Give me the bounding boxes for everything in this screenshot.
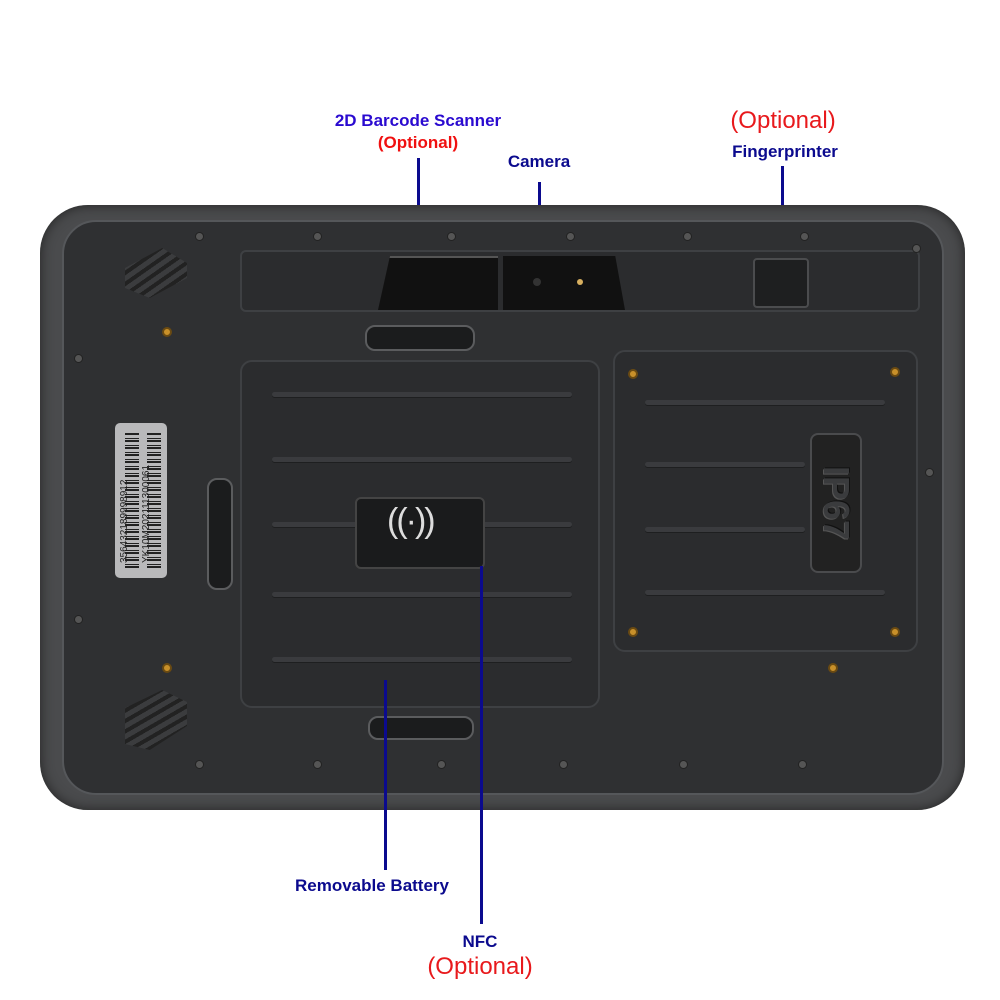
- barcode-scanner-window: [378, 256, 498, 310]
- nfc-optional: (Optional): [427, 953, 533, 980]
- nfc-label: NFC: [462, 932, 498, 951]
- screw: [313, 232, 322, 241]
- cover-rib: [272, 522, 372, 527]
- screw: [559, 760, 568, 769]
- nfc-icon: ((·)): [387, 502, 436, 540]
- fingerprinter-optional: (Optional): [730, 107, 836, 134]
- gold-screw: [162, 663, 172, 673]
- nfc-window: ((·)): [355, 497, 485, 569]
- screw: [683, 232, 692, 241]
- cover-rib: [482, 522, 572, 527]
- battery-latch-top: [365, 325, 475, 351]
- screw: [74, 354, 83, 363]
- screw: [679, 760, 688, 769]
- gold-screw: [628, 369, 638, 379]
- camera-lens: [533, 278, 541, 286]
- nfc-leader: [480, 566, 483, 924]
- ip67-text: IP67: [816, 465, 857, 541]
- cover-rib: [272, 457, 572, 462]
- serial-number-1: 356432189998912: [119, 479, 130, 563]
- battery-label: Removable Battery: [294, 876, 450, 895]
- screw: [74, 615, 83, 624]
- expansion-panel: [613, 350, 918, 652]
- barcode-bars: [125, 433, 139, 568]
- gold-screw: [628, 627, 638, 637]
- ip67-badge: IP67: [810, 433, 862, 573]
- screw: [925, 468, 934, 477]
- battery-latch-left: [207, 478, 233, 590]
- gold-screw: [890, 627, 900, 637]
- screw: [800, 232, 809, 241]
- cover-rib: [272, 592, 572, 597]
- gold-screw: [162, 327, 172, 337]
- screw: [195, 232, 204, 241]
- screw: [798, 760, 807, 769]
- camera-window: [503, 256, 625, 310]
- gold-screw: [828, 663, 838, 673]
- serial-number-2: YK10M202111300061: [141, 464, 152, 563]
- screw: [195, 760, 204, 769]
- cover-rib: [645, 590, 885, 595]
- barcode-scanner-optional: (Optional): [377, 133, 459, 152]
- screw: [447, 232, 456, 241]
- camera-flash: [577, 279, 583, 285]
- camera-label: Camera: [507, 152, 571, 171]
- barcode-scanner-label: 2D Barcode Scanner: [334, 111, 502, 130]
- gold-screw: [890, 367, 900, 377]
- cover-rib: [645, 527, 805, 532]
- fingerprint-sensor: [753, 258, 809, 308]
- fingerprinter-label: Fingerprinter: [732, 142, 838, 161]
- cover-rib: [645, 462, 805, 467]
- cover-rib: [272, 392, 572, 397]
- screw: [313, 760, 322, 769]
- serial-sticker: 356432189998912 YK10M202111300061: [115, 423, 167, 578]
- screw: [437, 760, 446, 769]
- battery-leader: [384, 680, 387, 870]
- screw: [566, 232, 575, 241]
- barcode-bars: [147, 433, 161, 568]
- cover-rib: [272, 657, 572, 662]
- cover-rib: [645, 400, 885, 405]
- screw: [912, 244, 921, 253]
